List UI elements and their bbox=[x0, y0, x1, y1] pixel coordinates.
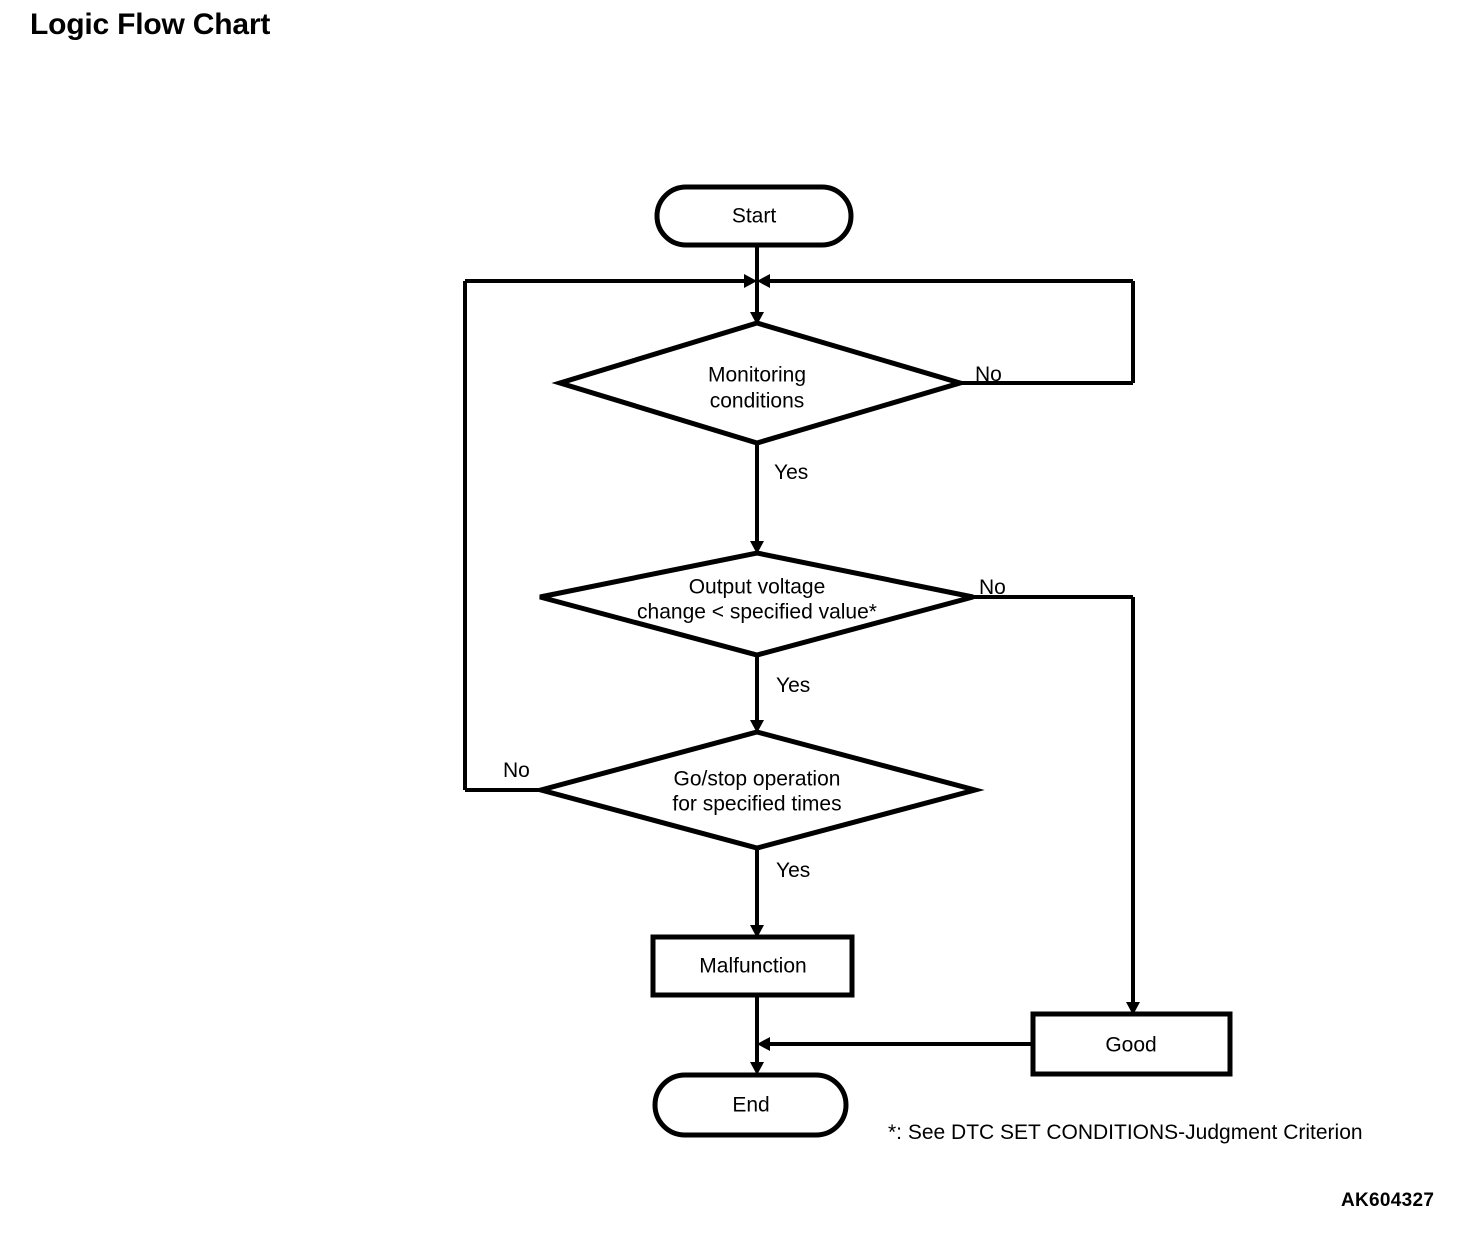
node-start-shape bbox=[654, 184, 854, 248]
edge-label-voltage-no: No bbox=[979, 576, 1006, 599]
edge-label-monitoring-yes: Yes bbox=[774, 461, 808, 484]
node-end-shape bbox=[652, 1072, 849, 1138]
reference-code: AK604327 bbox=[1341, 1190, 1435, 1211]
arrowhead-into-malfunction bbox=[750, 925, 764, 938]
node-good-shape bbox=[1030, 1011, 1233, 1077]
arrowhead-into-gostop bbox=[750, 720, 764, 733]
arrowhead-good-join bbox=[757, 1037, 770, 1051]
edge-label-monitoring-no: No bbox=[975, 363, 1002, 386]
arrowhead-left-loop-into-junction bbox=[744, 274, 757, 288]
arrowhead-into-good bbox=[1126, 1002, 1140, 1015]
node-end-label: End bbox=[732, 1094, 769, 1117]
node-gostop-label-line2: for specified times bbox=[672, 793, 841, 816]
arrowhead-into-voltage bbox=[750, 541, 764, 554]
node-gostop-label-line1: Go/stop operation bbox=[674, 768, 841, 791]
edge-label-gostop-no: No bbox=[503, 759, 530, 782]
arrowhead-into-monitoring bbox=[750, 312, 764, 325]
node-good-label: Good bbox=[1105, 1034, 1156, 1057]
node-start-label: Start bbox=[732, 205, 777, 228]
page-title: Logic Flow Chart bbox=[30, 8, 271, 41]
node-malfunction-shape bbox=[650, 934, 855, 998]
node-voltage-label-line2: change < specified value* bbox=[637, 601, 877, 624]
edge-label-gostop-yes: Yes bbox=[776, 859, 810, 882]
edge-label-voltage-yes: Yes bbox=[776, 674, 810, 697]
node-voltage-label-line1: Output voltage bbox=[689, 576, 826, 599]
node-monitoring-label-line2: conditions bbox=[710, 390, 805, 413]
arrowhead-into-end bbox=[750, 1062, 764, 1075]
footnote-text: *: See DTC SET CONDITIONS-Judgment Crite… bbox=[888, 1121, 1363, 1144]
node-malfunction-label: Malfunction bbox=[699, 955, 806, 978]
node-monitoring-label-line1: Monitoring bbox=[708, 364, 806, 387]
arrowhead-right-loop-into-junction bbox=[757, 274, 770, 288]
